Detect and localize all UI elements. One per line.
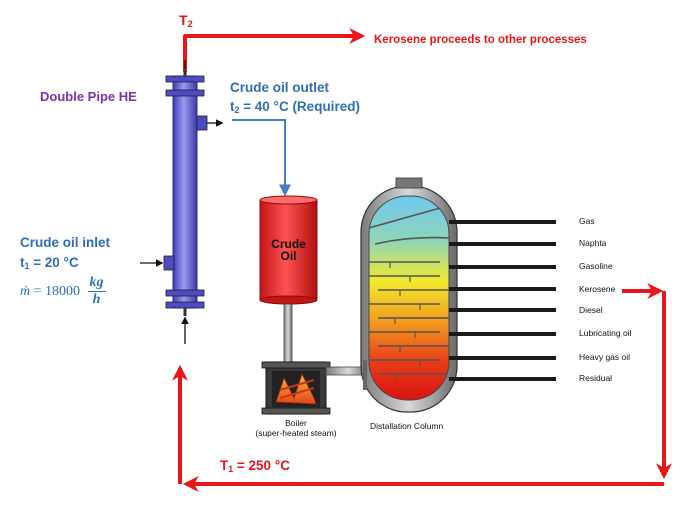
boiler-label: Boiler (super-heated steam)	[246, 418, 346, 438]
boiler	[261, 361, 331, 415]
tank-label: Crude Oil	[260, 238, 317, 262]
mass-flow-unit-numerator: kg	[87, 275, 106, 292]
fraction-label-residual: Residual	[579, 373, 613, 383]
crude-outlet-t-symbol: t	[230, 99, 235, 114]
crude-outlet-t-subscript: 2	[234, 105, 240, 115]
tank-boiler-pipe	[283, 303, 293, 363]
t1-label: T1 = 250 °C	[220, 458, 290, 474]
t1-symbol: T	[220, 458, 229, 473]
double-pipe-exchanger	[163, 70, 208, 316]
fraction-label-heavy-gas-oil: Heavy gas oil	[579, 352, 631, 362]
t2-symbol: T	[179, 12, 188, 28]
mass-flow-rate: ṁ = 18000 kg h	[20, 276, 106, 307]
kerosene-outlet-label: Kerosene proceeds to other processes	[374, 34, 587, 46]
boiler-label-line2: (super-heated steam)	[255, 428, 337, 438]
column-label: Distallation Column	[370, 421, 444, 431]
hot-outlet-line	[183, 28, 366, 72]
fraction-label-diesel: Diesel	[579, 305, 603, 315]
mass-flow-unit: kg h	[87, 275, 106, 307]
t2-subscript: 2	[187, 19, 193, 29]
t1-value: = 250 °C	[233, 458, 290, 473]
exchanger-label: Double Pipe HE	[40, 89, 137, 104]
boiler-label-line1: Boiler	[285, 418, 307, 428]
fraction-label-kerosene: Kerosene	[579, 284, 616, 294]
crude-inlet-t-symbol: t	[20, 255, 25, 270]
fraction-label-gasoline: Gasoline	[579, 261, 613, 271]
mass-flow-symbol: ṁ	[20, 283, 31, 299]
crude-oil-tank	[259, 195, 318, 305]
tank-label-line1: Crude	[271, 237, 306, 251]
distillation-column	[360, 177, 458, 413]
fraction-label-naphta: Naphta	[579, 238, 607, 248]
crude-outlet-t-value: = 40 °C (Required)	[239, 99, 360, 114]
fraction-label-gas: Gas	[579, 216, 595, 226]
crude-outlet-temp: t2 = 40 °C (Required)	[230, 99, 360, 115]
crude-inlet-t-subscript: 1	[24, 261, 30, 271]
fraction-label-lubricating-oil: Lubricating oil	[579, 328, 632, 338]
crude-inlet-temp: t1 = 20 °C	[20, 255, 79, 271]
t1-subscript: 1	[228, 464, 234, 474]
side-draw-pipes	[449, 220, 556, 381]
crude-inlet-t-value: = 20 °C	[29, 255, 79, 270]
crude-outlet-title: Crude oil outlet	[230, 80, 329, 95]
tank-label-line2: Oil	[280, 249, 297, 263]
mass-flow-equation: = 18000	[30, 283, 84, 299]
crude-inlet-title: Crude oil inlet	[20, 235, 111, 250]
mass-flow-unit-denominator: h	[92, 292, 101, 307]
t2-label: T2	[179, 12, 193, 29]
crude-outlet-line	[232, 119, 291, 197]
hot-return-line	[172, 283, 672, 492]
